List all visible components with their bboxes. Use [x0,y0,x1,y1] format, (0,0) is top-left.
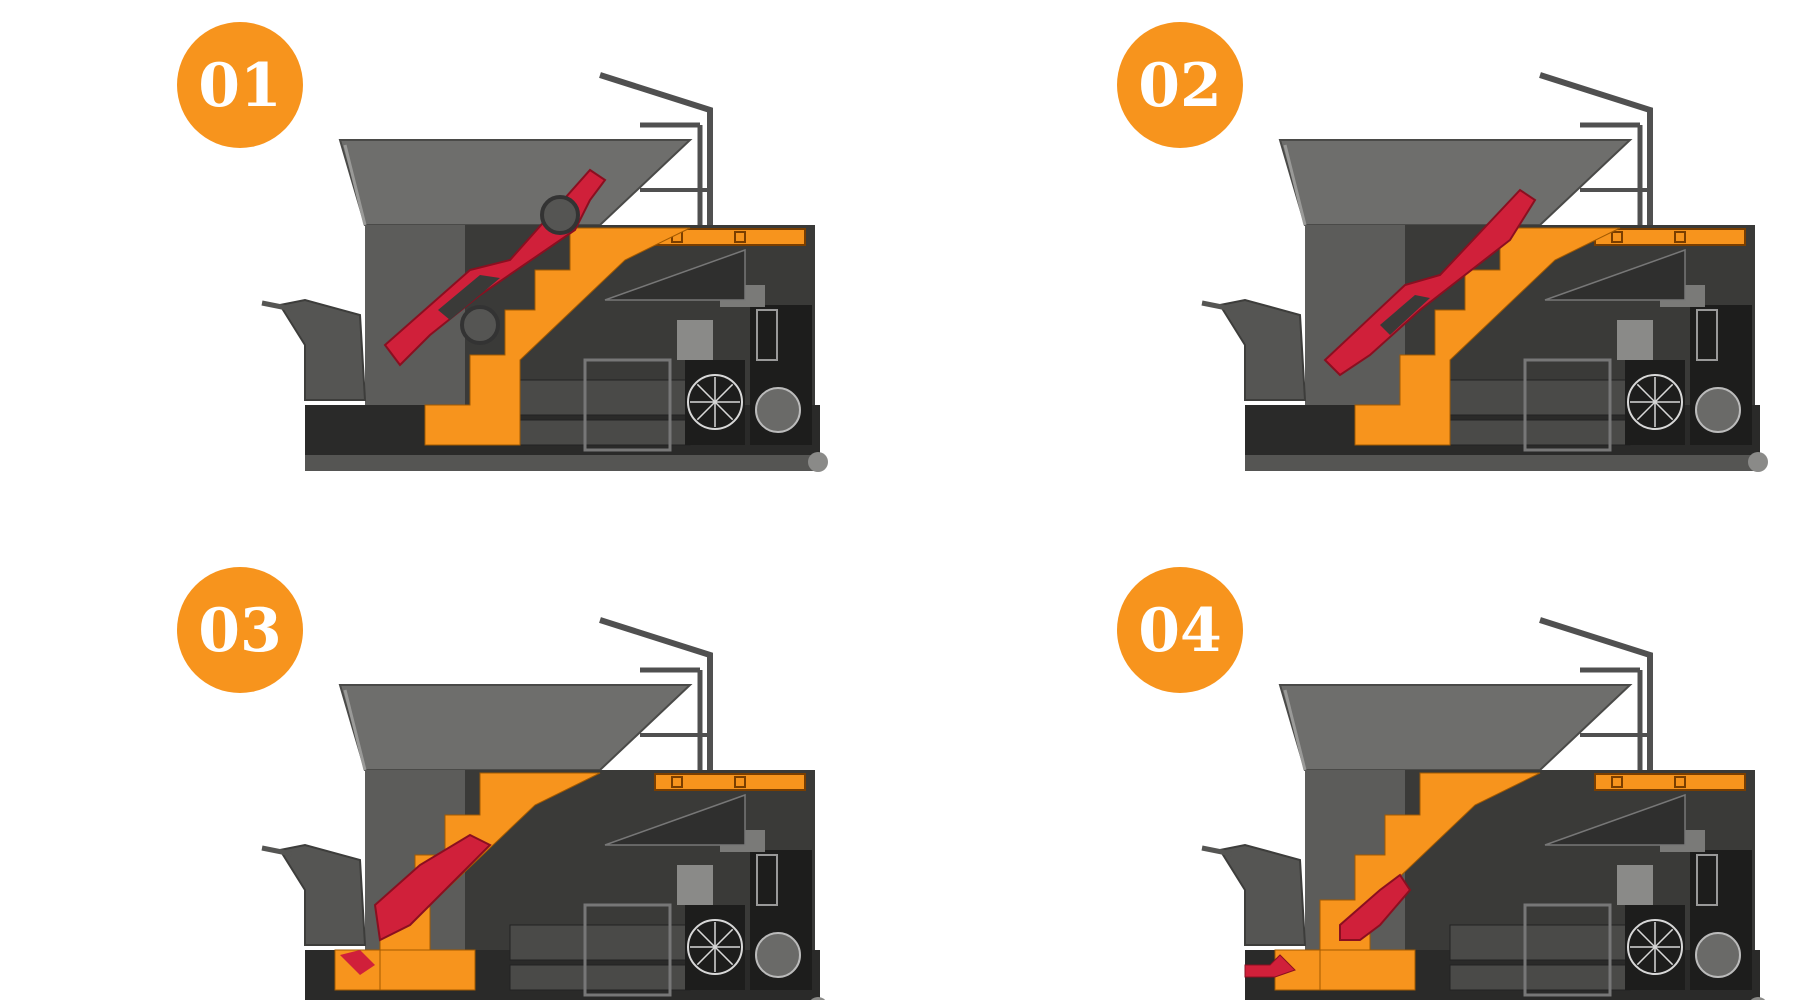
feed-hopper [338,684,693,771]
hydraulic-cylinder [509,903,691,997]
sequence-step-panel: 02 [940,0,1800,500]
hydraulic-pump [1544,248,1752,445]
scrap-car [383,168,607,367]
step-badge: 03 [177,567,303,693]
hopper-support-frame [599,617,713,770]
machine [261,72,828,472]
scrap-car [1244,873,1412,978]
machine [1201,72,1768,472]
ram-shoe [379,949,476,991]
sequence-step-panel: 04 [940,545,1800,1000]
machine [261,617,826,1000]
tow-wheel [810,997,826,1000]
step-badge: 04 [1117,567,1243,693]
hydraulic-pump [604,248,812,445]
hydraulic-pump [604,793,812,990]
feed-hopper [1278,139,1633,226]
hopper-support-frame [1539,617,1653,770]
hydraulic-cylinder [1449,358,1631,452]
step-number: 01 [198,51,282,121]
step-illustration: 03 [177,567,826,1000]
step-badge-circle [177,22,303,148]
pusher-ram [424,227,691,446]
step-number: 03 [198,596,282,666]
ram-shoe [1319,949,1416,991]
step-badge-circle [1117,22,1243,148]
pusher-ram [1354,227,1621,446]
step-number: 02 [1138,51,1222,121]
feed-hopper [338,139,693,226]
tow-wheel [1750,997,1766,1000]
scrap-car [340,833,492,975]
guide-rail [654,773,806,791]
step-badge: 01 [177,22,303,148]
step-illustration: 01 [177,22,828,472]
discharge-chute [1218,298,1307,401]
step-number: 04 [1138,596,1222,666]
hydraulic-pump [1544,793,1752,990]
hydraulic-cylinder [509,358,691,452]
tow-wheel [808,452,828,472]
cooling-fan [685,905,745,990]
cooling-fan [1625,905,1685,990]
tow-wheel [1748,452,1768,472]
step-badge-circle [1117,567,1243,693]
step-illustration: 02 [1117,22,1768,472]
scrap-car [1323,188,1537,377]
machine [1201,617,1766,1000]
cooling-fan [1625,360,1685,445]
hopper-support-frame [599,72,713,225]
step-illustration: 04 [1117,567,1766,1000]
step-badge-circle [177,567,303,693]
hopper-support-frame [1539,72,1653,225]
hydraulic-cylinder [1449,903,1631,997]
step-badge: 02 [1117,22,1243,148]
sequence-step-panel: 01 [0,0,900,500]
sequence-step-panel: 03 [0,545,900,1000]
guide-rail [1594,773,1746,791]
discharge-chute [278,843,367,946]
discharge-chute [278,298,367,401]
discharge-chute [1218,843,1307,946]
feed-hopper [1278,684,1633,771]
cooling-fan [685,360,745,445]
